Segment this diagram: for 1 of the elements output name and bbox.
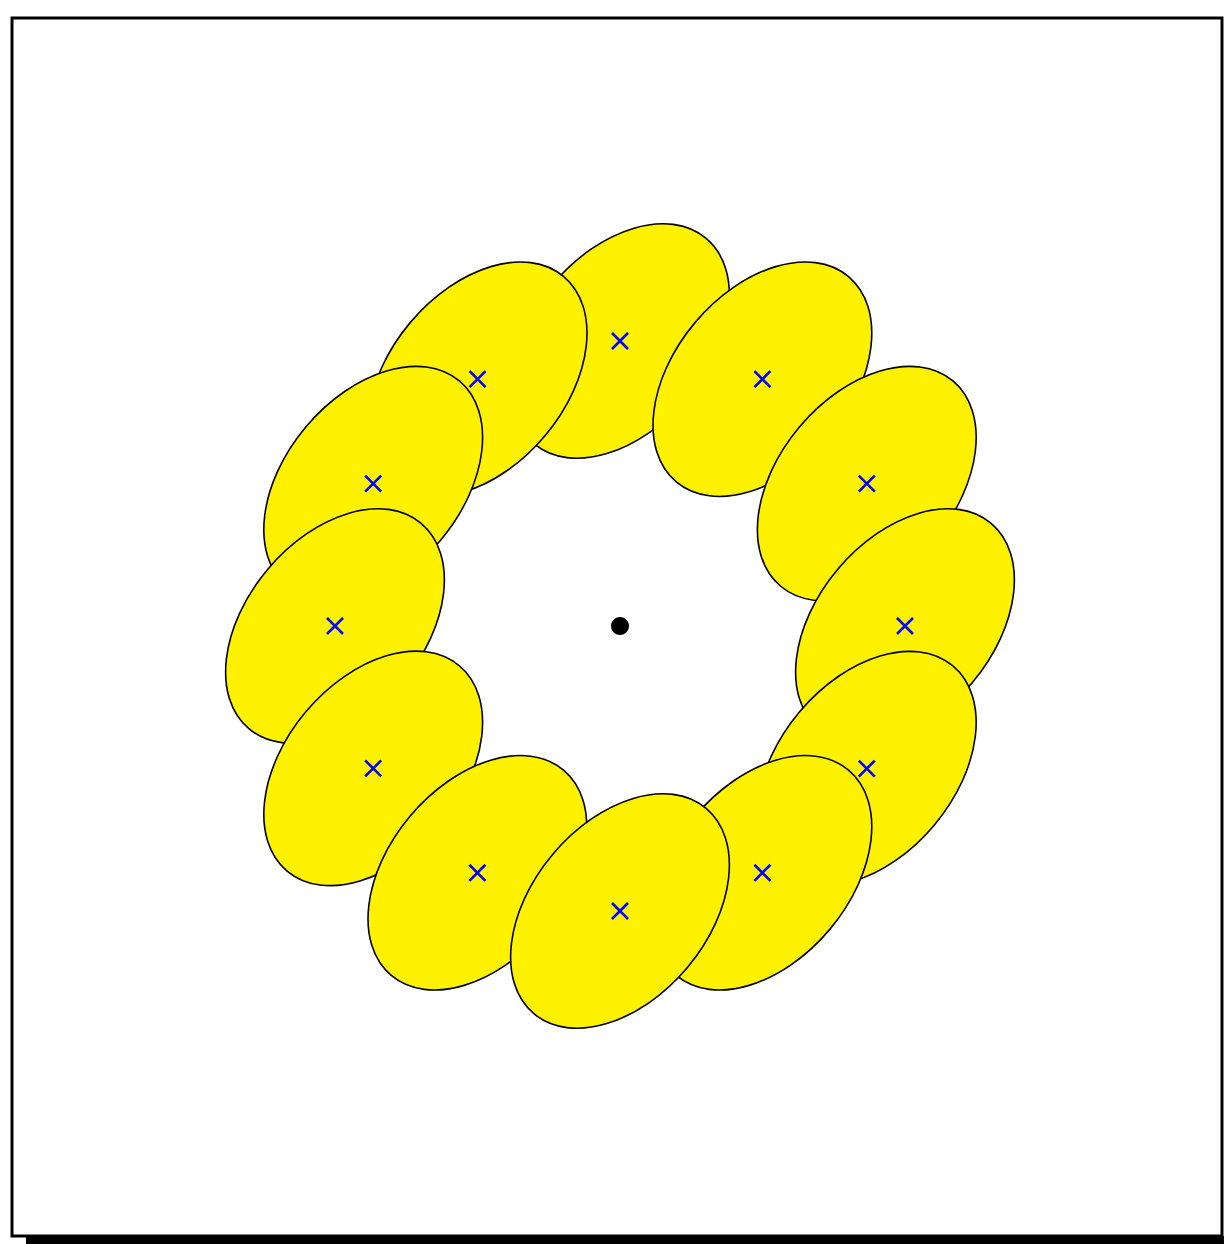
- center-dot: [611, 617, 629, 635]
